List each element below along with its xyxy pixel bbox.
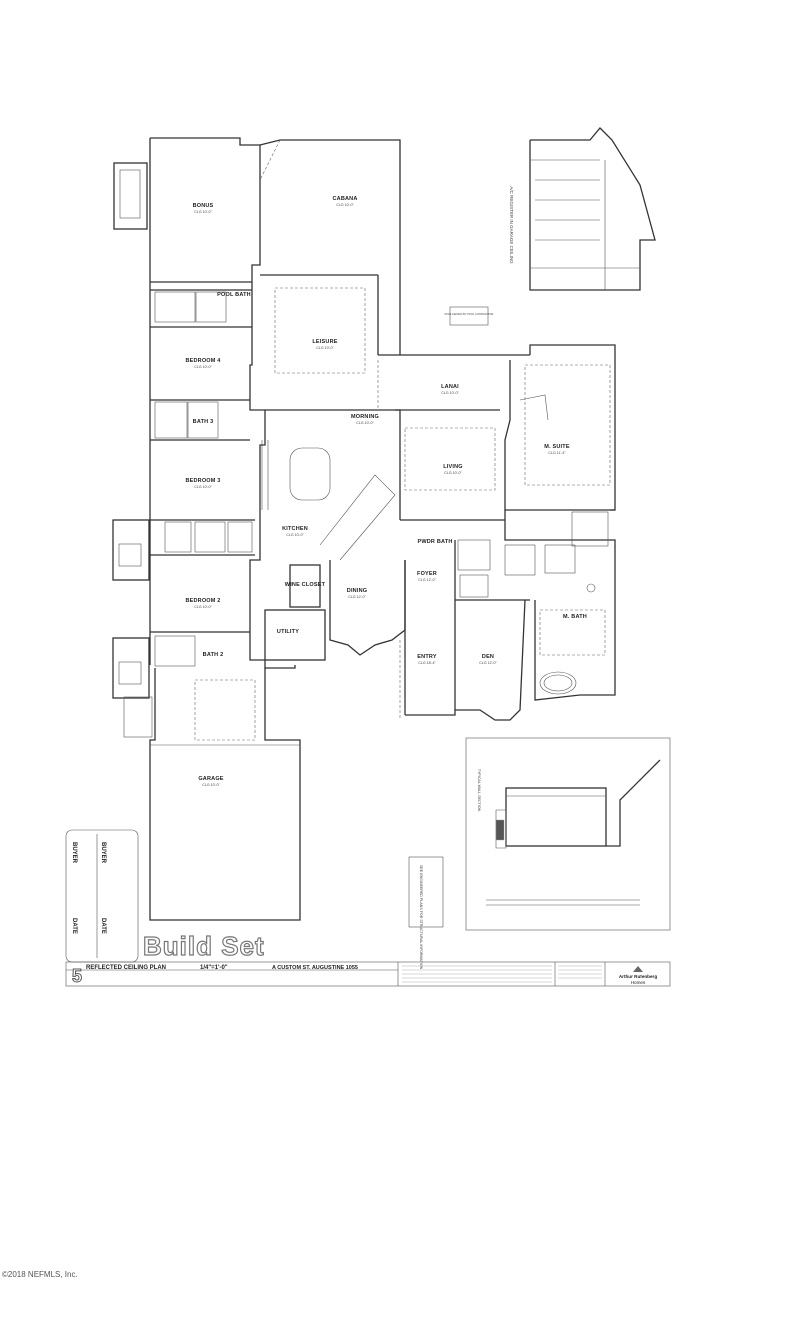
room-bath2: BATH 2	[203, 652, 224, 658]
buyer-label-1: BUYER	[71, 842, 77, 864]
title-block: 5 REFLECTED CEILING PLAN 1/4"=1'-0" A CU…	[65, 961, 671, 987]
svg-text:CLG 12'-0": CLG 12'-0"	[479, 661, 497, 665]
room-leisure: LEISURE	[312, 339, 337, 345]
room-lanai: LANAI	[441, 384, 459, 390]
buyer-label-2: BUYER	[100, 842, 106, 864]
svg-text:CLG 10'-0": CLG 10'-0"	[336, 203, 354, 207]
sheet-number: 5	[72, 966, 82, 986]
room-bath3: BATH 3	[193, 419, 214, 425]
svg-text:CLG 10'-0": CLG 10'-0"	[194, 605, 212, 609]
room-living: LIVING	[443, 464, 463, 470]
room-morning: MORNING	[351, 414, 379, 420]
room-foyer: FOYER	[417, 571, 437, 577]
svg-text:CLG 10'-0": CLG 10'-0"	[194, 210, 212, 214]
svg-text:CLG 18'-4": CLG 18'-4"	[418, 661, 436, 665]
svg-text:CLG 10'-0": CLG 10'-0"	[444, 471, 462, 475]
room-den: DEN	[482, 654, 494, 660]
room-m-bath: M. BATH	[563, 614, 587, 620]
room-bedroom3: BEDROOM 3	[185, 478, 220, 484]
svg-text:CLG 12'-0": CLG 12'-0"	[348, 595, 366, 599]
room-entry: ENTRY	[417, 654, 437, 660]
garage-ceiling-detail: A/C REGISTER IN GARAGE CEILING	[509, 127, 656, 291]
svg-text:CLG 10'-0": CLG 10'-0"	[202, 783, 220, 787]
svg-text:TYPICAL WALL SECTION: TYPICAL WALL SECTION	[477, 769, 481, 812]
buyer-date-block: BUYER DATE BUYER DATE	[65, 829, 139, 963]
svg-text:CLG 11'-4": CLG 11'-4"	[548, 451, 566, 455]
room-garage: GARAGE	[198, 776, 223, 782]
svg-text:CLG 10'-0": CLG 10'-0"	[194, 365, 212, 369]
date-label-2: DATE	[100, 918, 106, 934]
copyright-notice: ©2018 NEFMLS, Inc.	[2, 1270, 78, 1279]
room-kitchen: KITCHEN	[282, 526, 308, 532]
svg-text:CLG 10'-0": CLG 10'-0"	[194, 485, 212, 489]
house-walls	[112, 137, 616, 921]
room-cabana: CABANA	[332, 196, 357, 202]
svg-text:CLG 10'-0": CLG 10'-0"	[316, 346, 334, 350]
room-pool-bath: POOL BATH	[217, 292, 251, 298]
room-utility: UTILITY	[277, 629, 299, 635]
pool-note: POOL DESIGN BY POOL CONTRACTOR	[445, 306, 494, 326]
svg-text:SEE ENGINEERED PLANS FOR STRUC: SEE ENGINEERED PLANS FOR STRUCTURAL INFO…	[419, 865, 423, 970]
svg-text:CLG 10'-0": CLG 10'-0"	[356, 421, 374, 425]
company-name-line2: Homes	[631, 980, 646, 985]
sheet-title: REFLECTED CEILING PLAN	[86, 965, 166, 971]
ceiling-soffits	[274, 287, 611, 720]
svg-text:CLG 10'-0": CLG 10'-0"	[286, 533, 304, 537]
room-bedroom4: BEDROOM 4	[185, 358, 221, 364]
room-m-suite: M. SUITE	[544, 444, 570, 450]
room-bedroom2: BEDROOM 2	[185, 598, 220, 604]
room-powder-bath: PWDR BATH	[418, 539, 453, 545]
room-labels: BONUS CLG 10'-0" CABANA CLG 10'-0" POOL …	[185, 196, 587, 787]
svg-text:POOL DESIGN BY POOL CONTRACTOR: POOL DESIGN BY POOL CONTRACTOR	[445, 312, 494, 316]
room-wine-closet: WINE CLOSET	[285, 582, 326, 588]
date-label-1: DATE	[71, 918, 77, 934]
engineered-plans-note: SEE ENGINEERED PLANS FOR STRUCTURAL INFO…	[408, 856, 444, 970]
build-set-stamp: Build Set	[143, 931, 265, 961]
sheet-scale: 1/4"=1'-0"	[200, 965, 228, 971]
svg-text:CLG 12'-0": CLG 12'-0"	[418, 578, 436, 582]
company-name-line1: Arthur Rutenberg	[619, 974, 657, 979]
wall-section-detail: TYPICAL WALL SECTION	[465, 737, 671, 931]
project-name: A CUSTOM ST. AUGUSTINE 1055	[272, 965, 358, 971]
room-dining: DINING	[347, 588, 367, 594]
garage-ceiling-note: A/C REGISTER IN GARAGE CEILING	[509, 186, 514, 264]
room-bonus: BONUS	[193, 203, 214, 209]
svg-text:CLG 10'-0": CLG 10'-0"	[441, 391, 459, 395]
